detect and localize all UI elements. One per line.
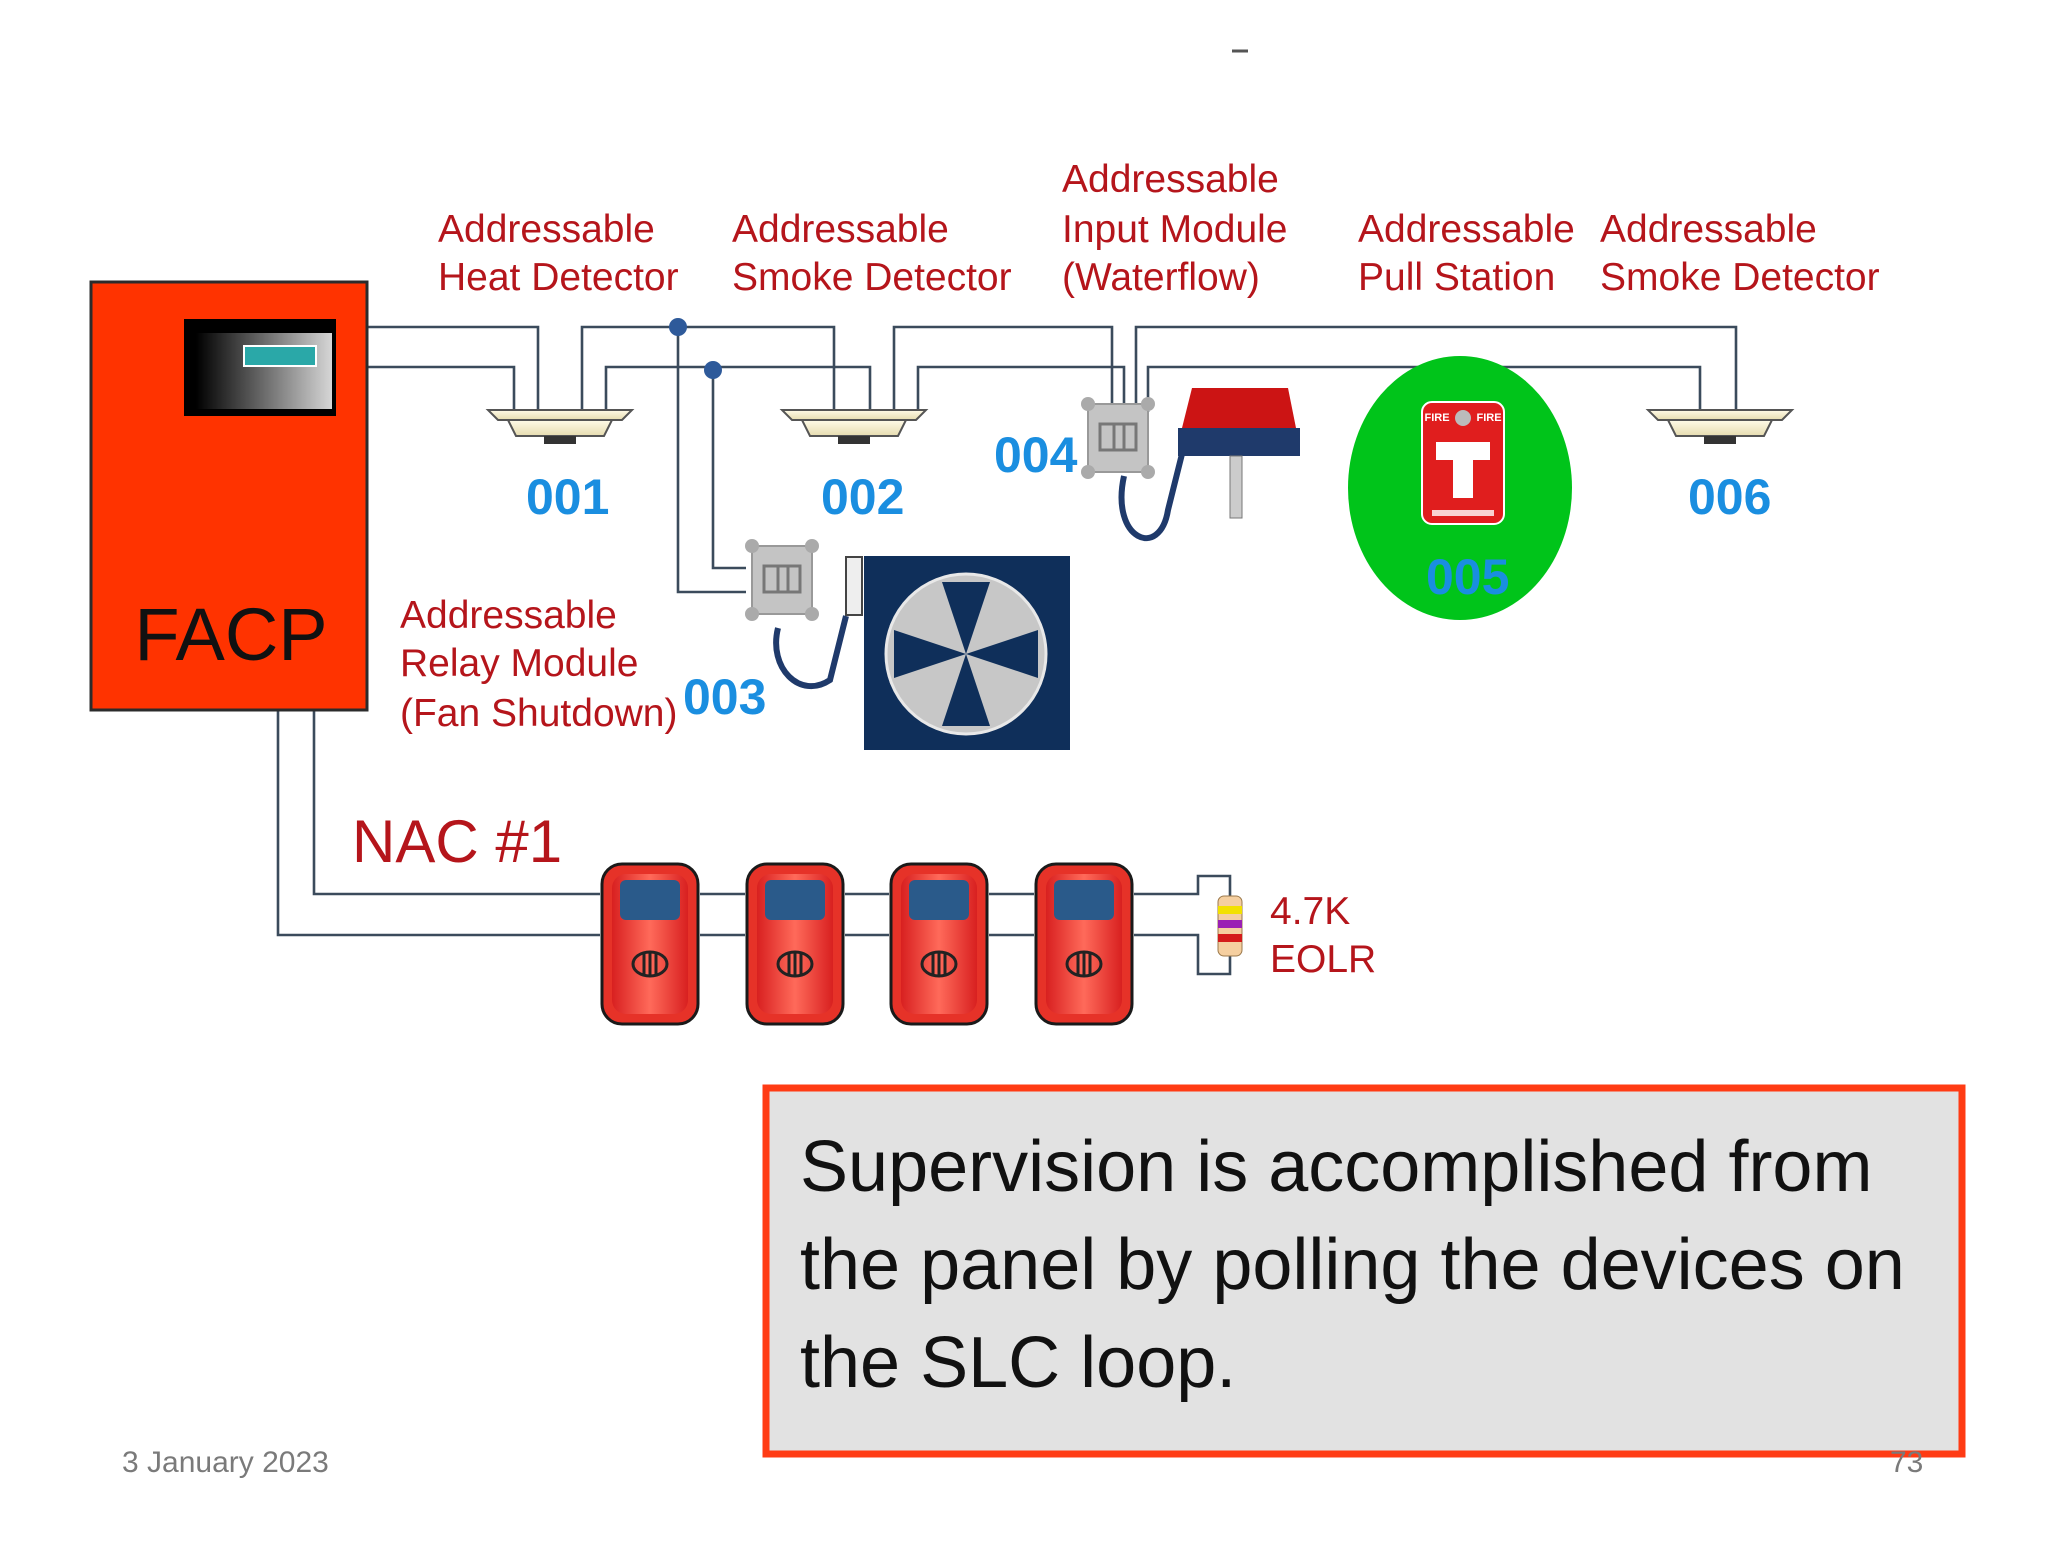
- pull-station-label: Addressable Pull Station: [1358, 208, 1586, 299]
- address-006: 006: [1688, 469, 1771, 525]
- facp-panel: FACP: [89, 280, 369, 712]
- smoke-detector-2-label: Addressable Smoke Detector: [1600, 208, 1880, 299]
- heat-detector-label: Addressable Heat Detector: [438, 208, 679, 299]
- wire-junction: [669, 318, 687, 336]
- callout-box: [762, 1084, 1966, 1458]
- nac-wiring: [276, 710, 1232, 976]
- smoke-detector-icon: [781, 409, 927, 445]
- address-002: 002: [821, 469, 904, 525]
- relay-module-icon: [743, 537, 821, 623]
- footer-date: 3 January 2023: [122, 1446, 329, 1479]
- page-number: 73: [1890, 1446, 1924, 1479]
- input-module-icon: [1079, 395, 1157, 481]
- fan-icon: [864, 556, 1070, 750]
- waterflow-switch-icon: [1178, 388, 1300, 519]
- svg-text:FIRE: FIRE: [1476, 412, 1501, 424]
- horn-strobe-icon: [889, 862, 989, 1026]
- address-004: 004: [994, 427, 1078, 483]
- smoke-detector-1-label: Addressable Smoke Detector: [732, 208, 1012, 299]
- relay-module-icon: [845, 556, 863, 616]
- callout-text: Supervision is accomplished from the pan…: [800, 1127, 1905, 1403]
- smoke-detector-icon: [1647, 409, 1793, 445]
- eolr-label: 4.7K EOLR: [1270, 890, 1376, 981]
- eolr-resistor-icon: [1217, 895, 1243, 957]
- horn-strobe-icon: [600, 862, 700, 1026]
- address-005: 005: [1426, 549, 1509, 605]
- svg-text:FIRE: FIRE: [1424, 412, 1449, 424]
- facp-label: FACP: [134, 593, 327, 676]
- address-003: 003: [683, 669, 766, 725]
- input-module-label: Addressable Input Module (Waterflow): [1062, 158, 1298, 299]
- nac-label: NAC #1: [352, 808, 562, 875]
- pull-station-icon: FIRE FIRE: [1348, 356, 1572, 620]
- heat-detector-icon: [487, 409, 633, 445]
- wire-junction: [704, 361, 722, 379]
- relay-cable: [773, 615, 849, 689]
- input-cable: [1118, 445, 1187, 541]
- relay-module-label: Addressable Relay Module (Fan Shutdown): [400, 594, 677, 735]
- horn-strobe-icon: [745, 862, 845, 1026]
- horn-strobe-icon: [1034, 862, 1134, 1026]
- address-001: 001: [526, 469, 609, 525]
